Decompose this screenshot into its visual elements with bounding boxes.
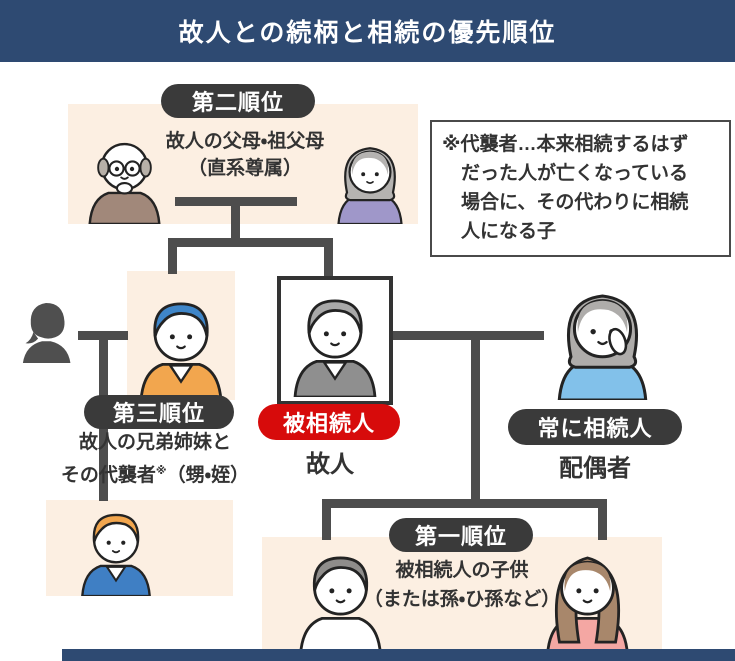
caption-parents: 故人の父母・祖父母 （直系尊属）	[120, 128, 370, 182]
son-illustration	[283, 545, 398, 654]
page-title: 故人との続柄と相続の優先順位	[178, 19, 557, 47]
deceased-illustration	[281, 284, 389, 397]
caption-parents-line2: （直系尊属）	[187, 158, 302, 179]
line-deceased-drop	[324, 238, 333, 278]
caption-sibling-line2: その代襲者※（甥・姪）	[60, 465, 250, 486]
caption-sibling-line1: 故人の兄弟姉妹と	[78, 432, 231, 453]
line-marriage-bar	[391, 331, 544, 340]
silhouette-person-icon	[13, 297, 79, 365]
badge-second-priority: 第二順位	[161, 84, 315, 118]
badge-always-heir: 常に相続人	[508, 409, 682, 445]
nephew-illustration	[61, 504, 171, 596]
line-daughter-drop	[598, 499, 607, 540]
line-children-bar	[322, 499, 607, 508]
note-line: 場合に、その代わりに相続	[461, 192, 689, 213]
caption-sibling: 故人の兄弟姉妹と その代襲者※（甥・姪）	[30, 429, 280, 490]
note-line: 人になる子	[461, 221, 557, 242]
line-sibling-drop	[168, 238, 177, 274]
reference-mark: ※	[155, 465, 167, 477]
memorial-portrait-frame	[277, 276, 393, 405]
grandmother-illustration	[325, 138, 415, 224]
caption-children: 被相続人の子供 （または孫・ひ孫など）	[337, 556, 587, 614]
note-line: だった人が亡くなっている	[461, 163, 689, 184]
caption-children-line2: （または孫・ひ孫など）	[363, 589, 561, 610]
grandfather-illustration	[72, 129, 177, 224]
badge-third-priority: 第三順位	[84, 395, 234, 429]
badge-deceased: 被相続人	[258, 404, 400, 440]
sibling-illustration	[127, 271, 235, 400]
line-children-stub	[471, 331, 480, 508]
caption-parents-line1: 故人の父母・祖父母	[165, 131, 325, 152]
label-spouse: 配偶者	[559, 455, 631, 482]
daughter-illustration	[525, 545, 650, 654]
label-deceased: 故人	[306, 451, 354, 478]
caption-children-line1: 被相続人の子供	[395, 560, 529, 581]
badge-first-priority: 第一順位	[389, 518, 533, 552]
spouse-illustration	[540, 282, 665, 400]
footer-bar	[62, 649, 735, 661]
line-parents-stub	[231, 200, 240, 245]
substitute-heir-note: ※代襲者…本来相続するはず だった人が亡くなっている 場合に、その代わりに相続 …	[430, 120, 731, 257]
header-bar: 故人との続柄と相続の優先順位	[0, 0, 735, 62]
line-son-drop	[322, 499, 331, 540]
note-line: ※代襲者…本来相続するはず	[442, 134, 689, 155]
line-sibling-bar	[168, 238, 333, 247]
